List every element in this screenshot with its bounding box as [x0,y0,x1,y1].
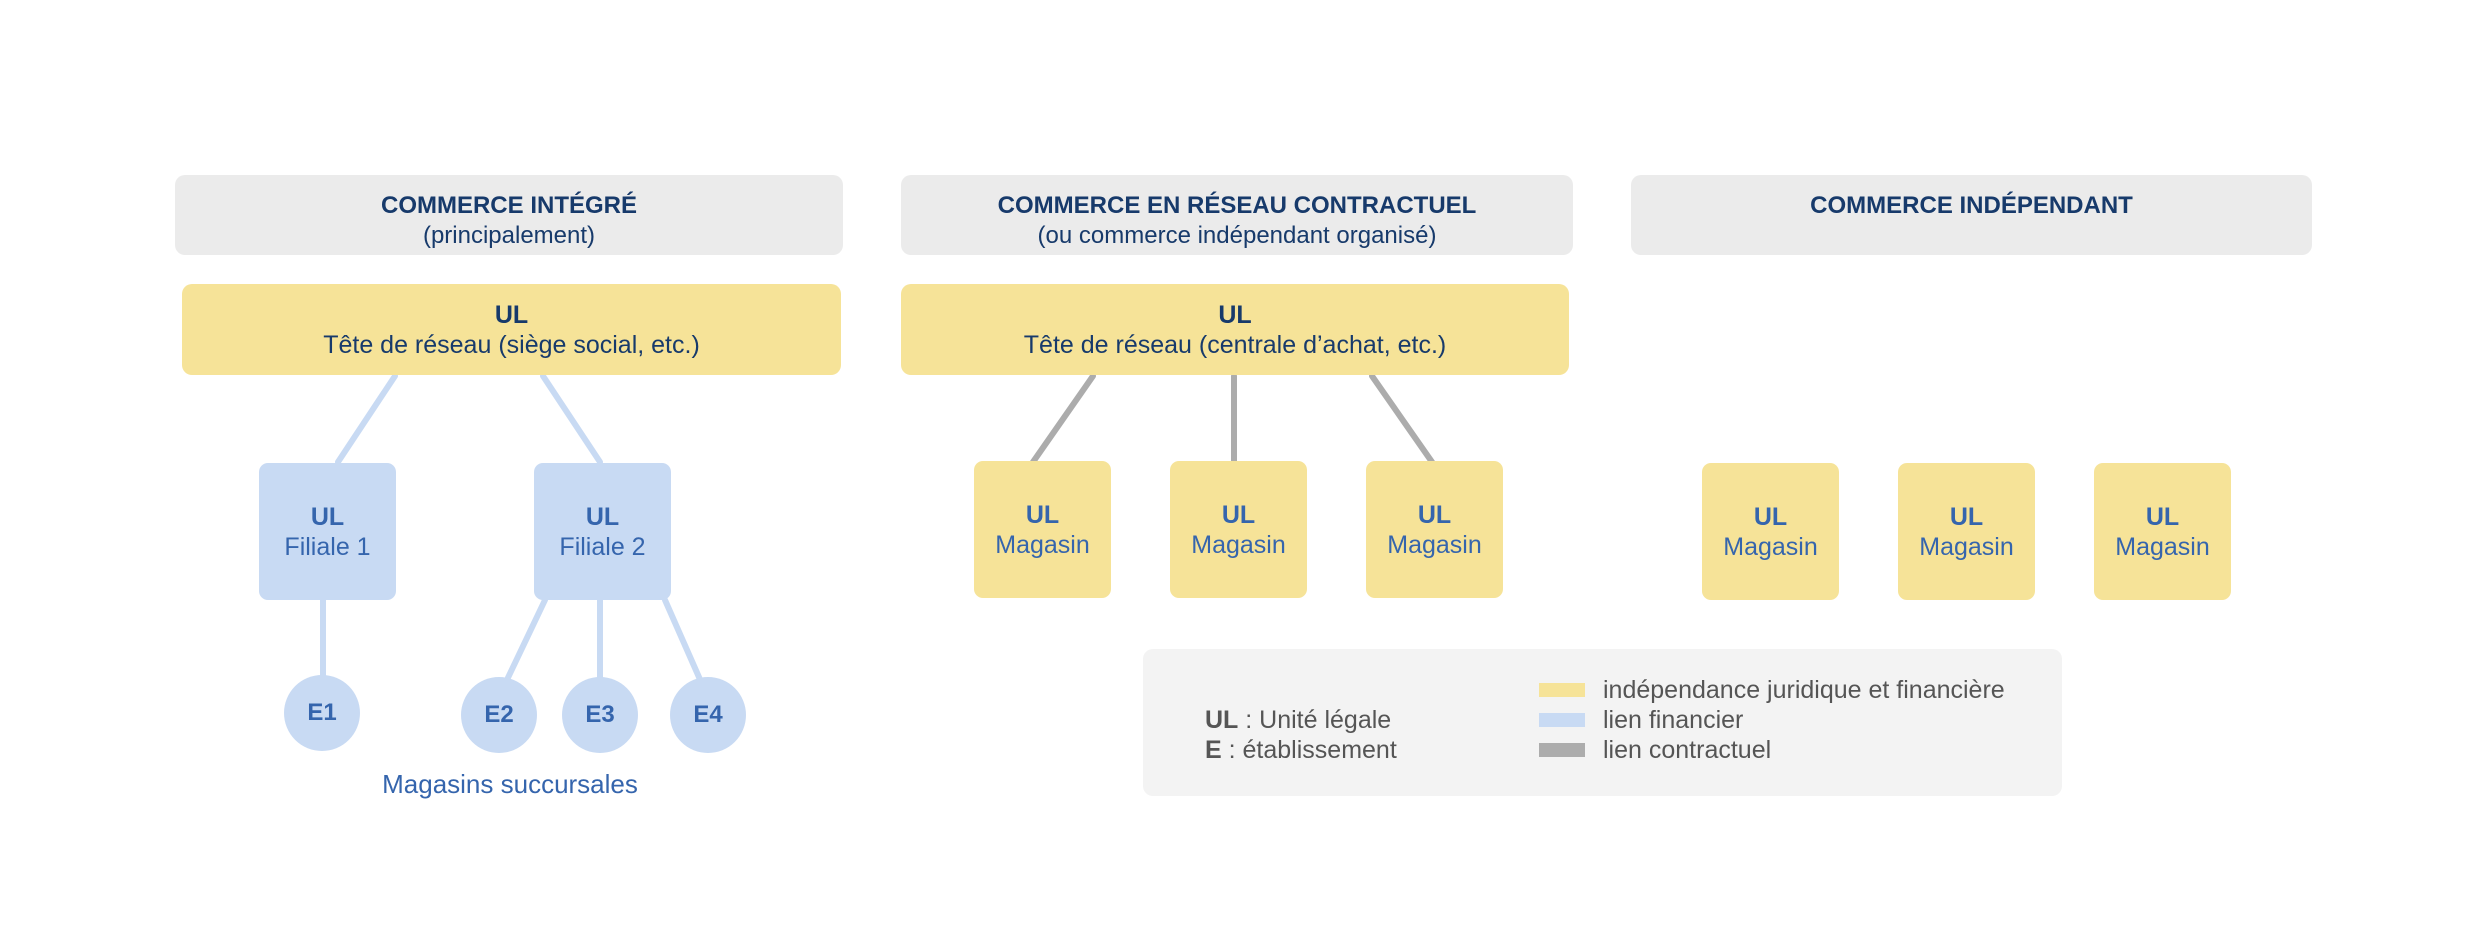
link-central-store1 [1030,373,1096,465]
legend-swatch-yellow [1539,683,1585,697]
head-ul-label: UL [494,300,529,329]
node-ul-label: UL [1753,502,1788,531]
legend-ul-definition: UL : Unité légale [1205,705,1391,735]
contractual-store-3: UL Magasin [1366,461,1503,598]
header-commerce-integre: COMMERCE INTÉGRÉ (principalement) [175,175,843,255]
node-label: Magasin [1387,530,1482,559]
legend-e-definition: E : établissement [1205,735,1397,765]
independent-store-3: UL Magasin [2094,463,2231,600]
node-label: Magasin [1919,532,2014,561]
legend-ul-abbr: UL [1205,706,1239,734]
subsidiary-node-2: UL Filiale 2 [534,463,671,600]
header-title: COMMERCE EN RÉSEAU CONTRACTUEL [997,192,1477,219]
node-ul-label: UL [1221,500,1256,529]
legend-e-text: : établissement [1221,736,1397,764]
node-label: Magasin [1723,532,1818,561]
subsidiary-node-1: UL Filiale 1 [259,463,396,600]
header-title: COMMERCE INDÉPENDANT [1810,192,2133,219]
contractual-head-box: UL Tête de réseau (centrale d’achat, etc… [901,284,1569,375]
contractual-store-1: UL Magasin [974,461,1111,598]
head-description: Tête de réseau (siège social, etc.) [323,330,700,359]
node-ul-label: UL [1949,502,1984,531]
integrated-head-box: UL Tête de réseau (siège social, etc.) [182,284,841,375]
caption-magasins-succursales: Magasins succursales [382,769,638,799]
node-ul-label: UL [585,502,620,531]
header-title: COMMERCE INTÉGRÉ [380,192,637,219]
legend-label-independance: indépendance juridique et financière [1603,676,2005,704]
legend-label-lien-financier: lien financier [1603,706,1744,734]
node-ul-label: UL [1025,500,1060,529]
establishment-e3: E3 [562,677,638,753]
node-ul-label: UL [2145,502,2180,531]
link-central-store3 [1369,373,1435,465]
header-subtitle: (ou commerce indépendant organisé) [1037,222,1437,249]
legend-label-lien-contractuel: lien contractuel [1603,736,1772,764]
link-filiale2-e2 [502,597,548,687]
contractual-store-2: UL Magasin [1170,461,1307,598]
node-label: Magasin [1191,530,1286,559]
node-ul-label: UL [310,502,345,531]
legend-swatch-blue [1539,713,1585,727]
legend-swatch-gray [1539,743,1585,757]
legend-e-abbr: E [1205,736,1222,764]
legend-ul-text: : Unité légale [1238,706,1392,734]
header-commerce-independant: COMMERCE INDÉPENDANT [1631,175,2312,255]
node-label: Magasin [2115,532,2210,561]
node-label: Filiale 2 [559,532,646,561]
header-subtitle: (principalement) [422,222,596,249]
node-ul-label: UL [1417,500,1452,529]
node-label: Magasin [995,530,1090,559]
independent-store-2: UL Magasin [1898,463,2035,600]
establishment-e2: E2 [461,677,537,753]
establishment-e1: E1 [284,675,360,751]
head-ul-label: UL [1218,300,1252,329]
legend: UL : Unité légale E : établissement indé… [1143,649,2062,796]
establishment-e4: E4 [670,677,746,753]
independent-store-1: UL Magasin [1702,463,1839,600]
link-head-filiale2 [540,373,603,465]
link-head-filiale1 [335,373,398,465]
link-filiale2-e4 [662,597,705,687]
node-label: Filiale 1 [284,532,371,561]
header-commerce-reseau-contractuel: COMMERCE EN RÉSEAU CONTRACTUEL (ou comme… [901,175,1573,255]
head-description: Tête de réseau (centrale d’achat, etc.) [1023,330,1447,359]
